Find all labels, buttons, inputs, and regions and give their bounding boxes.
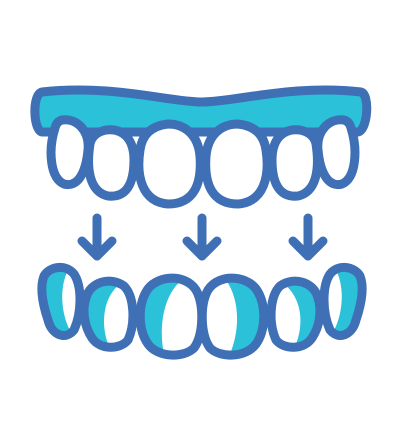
arrow-down-icon-center — [182, 213, 222, 261]
lower-tooth-5 — [266, 276, 325, 352]
arrows — [77, 213, 328, 261]
lower-accent-2 — [83, 281, 120, 344]
upper-tooth-2 — [84, 125, 139, 201]
lower-tooth-6 — [319, 263, 367, 340]
lower-tooth-1 — [37, 263, 85, 340]
lower-accent-5 — [284, 281, 321, 346]
lower-accent-3 — [139, 278, 182, 354]
lower-tooth-2 — [79, 276, 138, 352]
upper-tooth-3 — [134, 119, 205, 209]
lower-tooth-3 — [135, 273, 207, 360]
lower-teeth — [37, 263, 367, 360]
arrow-down-icon-right — [288, 213, 328, 261]
upper-gum — [30, 85, 372, 137]
arrow-down-icon-left — [77, 213, 117, 261]
upper-tooth-5 — [267, 125, 322, 201]
lower-tooth-4 — [197, 273, 269, 360]
upper-tooth-4 — [201, 119, 272, 209]
upper-tooth-6 — [313, 115, 360, 190]
upper-teeth — [46, 115, 360, 209]
upper-tooth-1 — [46, 115, 93, 190]
